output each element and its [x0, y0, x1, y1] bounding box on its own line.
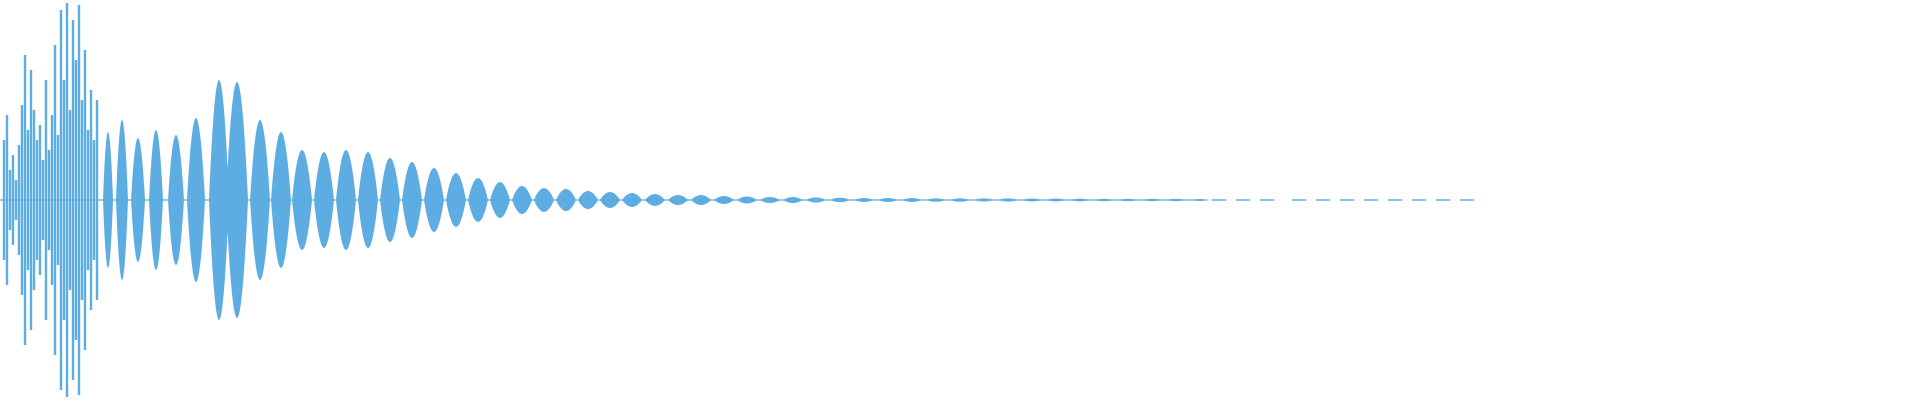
waveform-lobes	[0, 3, 1474, 397]
